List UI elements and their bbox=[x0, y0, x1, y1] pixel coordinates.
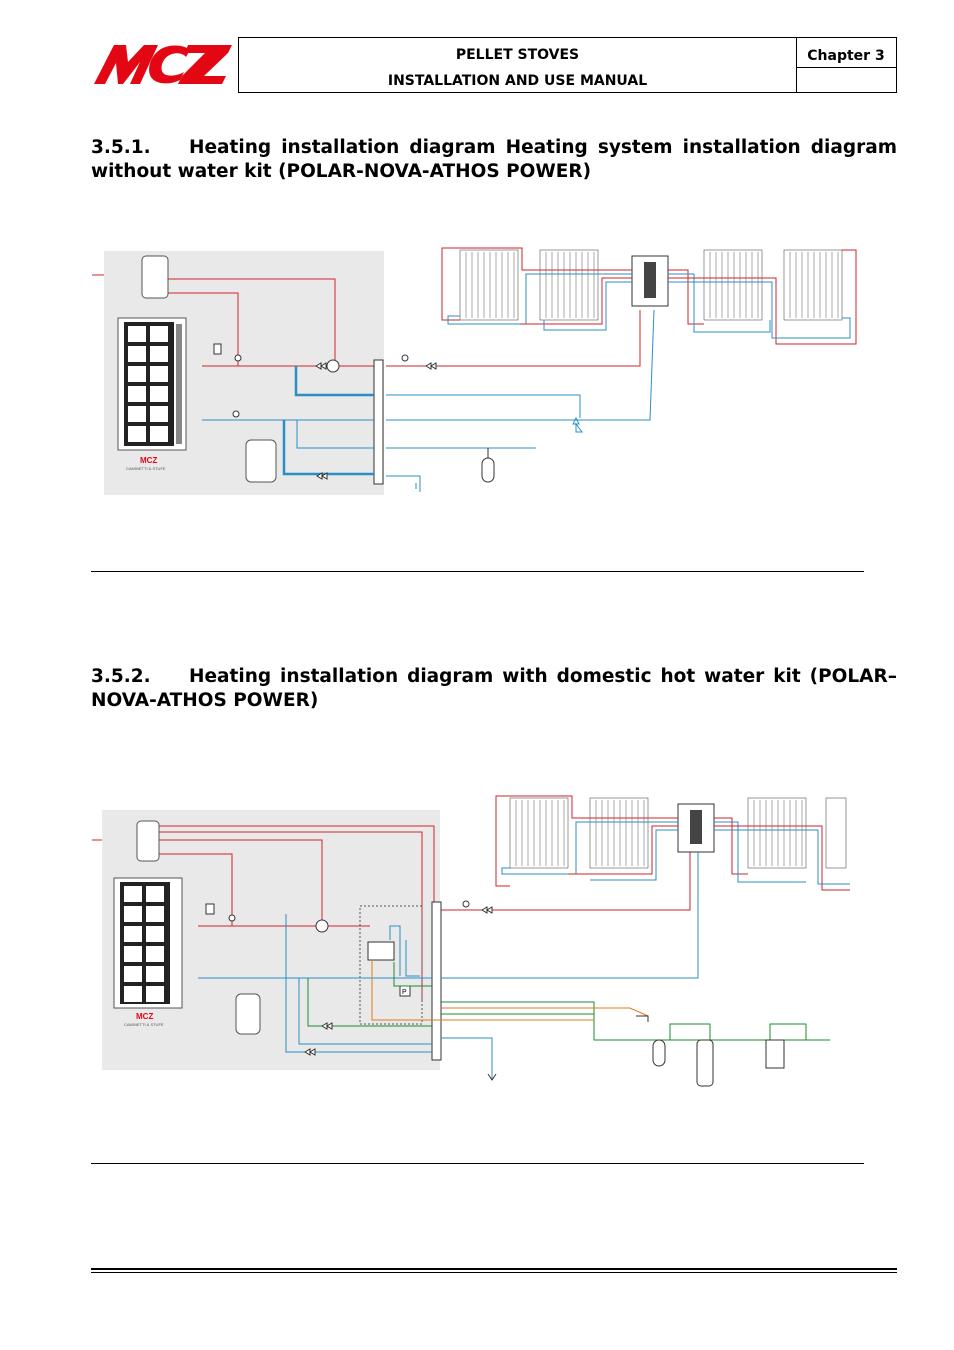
divider bbox=[91, 571, 864, 572]
heating-diagram-without-water-kit: MCZ CAMINETTI & STUFE bbox=[92, 247, 857, 495]
heat-exchanger-label: P bbox=[402, 989, 407, 996]
circulation-pump bbox=[315, 919, 329, 933]
section-number: 3.5.1. bbox=[91, 137, 151, 158]
expansion-vessel bbox=[235, 993, 261, 1035]
circulation-pump bbox=[326, 359, 340, 373]
section-heading: 3.5.2.Heating installation diagram with … bbox=[91, 665, 897, 713]
stove-brand: MCZ bbox=[136, 1012, 153, 1021]
heating-diagram-with-dhw-kit: MCZ CAMINETTI & STUFE P bbox=[92, 795, 850, 1087]
tank bbox=[141, 255, 169, 299]
stove-caption: CAMINETTI & STUFE bbox=[126, 466, 166, 471]
header-title-cell: PELLET STOVES INSTALLATION AND USE MANUA… bbox=[239, 38, 797, 92]
footer-rule bbox=[91, 1272, 897, 1273]
mcz-logo bbox=[94, 45, 232, 84]
stove-caption: CAMINETTI & STUFE bbox=[124, 1022, 164, 1027]
chapter-label: Chapter 3 bbox=[796, 38, 896, 68]
radiators bbox=[509, 797, 847, 869]
filter bbox=[765, 1039, 785, 1069]
expansion-tank bbox=[481, 457, 495, 483]
tank bbox=[136, 820, 160, 862]
footer-rule bbox=[91, 1268, 897, 1270]
radiators bbox=[459, 249, 843, 321]
expansion-tank bbox=[652, 1039, 666, 1067]
divider bbox=[91, 1163, 864, 1164]
collector-bar bbox=[431, 901, 442, 1061]
header-subtitle: INSTALLATION AND USE MANUAL bbox=[387, 73, 648, 89]
header-box: PELLET STOVES INSTALLATION AND USE MANUA… bbox=[238, 37, 897, 93]
water-softener bbox=[696, 1039, 714, 1087]
stove bbox=[117, 317, 187, 451]
collector-bar bbox=[373, 359, 384, 485]
stove bbox=[113, 877, 183, 1009]
expansion-vessel bbox=[245, 439, 277, 483]
section-title: Heating installation diagram Heating sys… bbox=[91, 137, 897, 182]
section-number: 3.5.2. bbox=[91, 666, 151, 687]
section-title: Heating installation diagram with domest… bbox=[91, 666, 897, 711]
stove-brand: MCZ bbox=[140, 456, 157, 465]
dhw-kit-box bbox=[359, 905, 423, 1025]
plate-heat-exchanger bbox=[367, 941, 395, 961]
section-heading: 3.5.1.Heating installation diagram Heati… bbox=[91, 136, 897, 184]
header-title: PELLET STOVES bbox=[455, 47, 580, 63]
